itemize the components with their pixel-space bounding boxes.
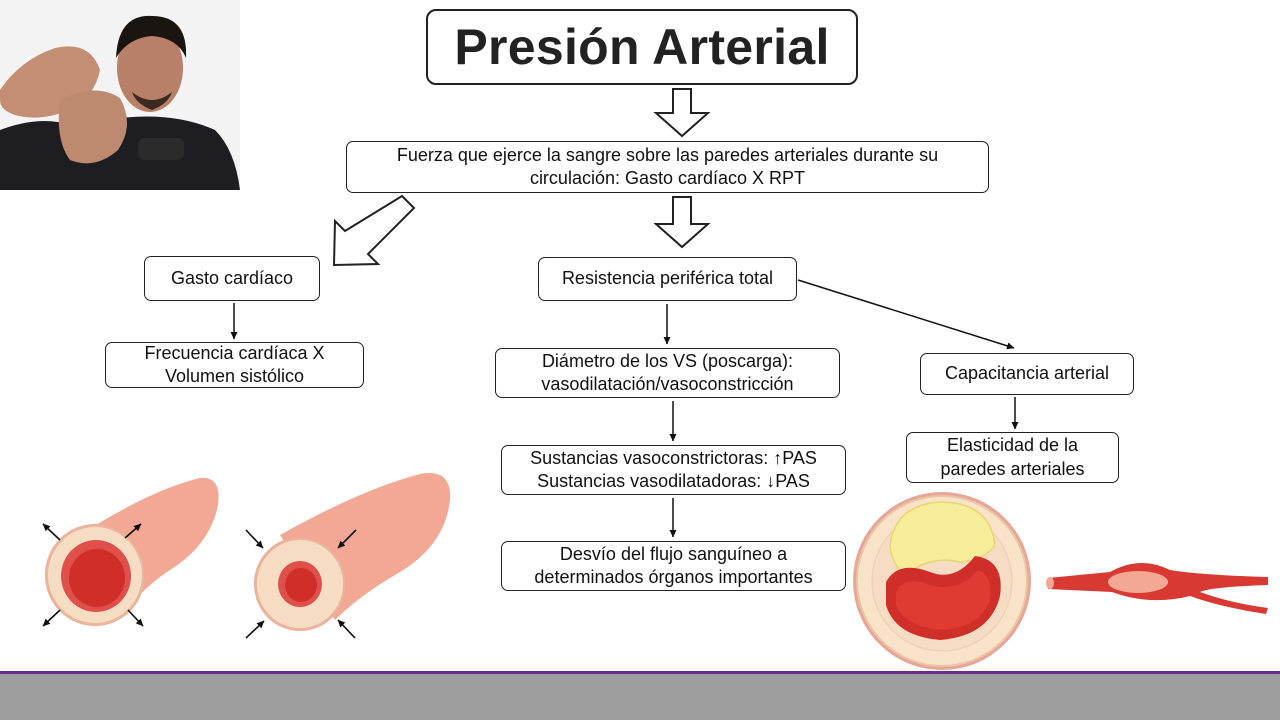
vasoconstricted-vessel-illustration [245, 473, 451, 639]
definition-line2: circulación: Gasto cardíaco X RPT [530, 167, 805, 190]
gasto-detail-line1: Frecuencia cardíaca X [144, 342, 325, 363]
block-arrow-definition-to-gasto [332, 194, 416, 267]
capacitancia-label: Capacitancia arterial [944, 363, 1110, 384]
desvio-line2: determinados órganos importantes [534, 567, 813, 587]
gasto-cardiaco-box: Gasto cardíaco [144, 256, 320, 301]
desvio-line1: Desvío del flujo sanguíneo a [559, 543, 788, 564]
definition-formula: Gasto cardíaco X RPT [624, 168, 806, 188]
diametro-box: Diámetro de los VS (poscarga): vasodilat… [495, 348, 840, 398]
title-box: Presión Arterial [426, 9, 858, 85]
diametro-line2: vasodilatación/vasoconstricción [541, 374, 794, 394]
gasto-cardiaco-label: Gasto cardíaco [170, 267, 294, 288]
gasto-detail-line2: Volumen sistólico [164, 366, 305, 386]
elasticidad-box: Elasticidad de la paredes arteriales [906, 432, 1119, 483]
elasticidad-line1: Elasticidad de la [946, 435, 1079, 456]
page-title: Presión Arterial [454, 18, 830, 75]
capacitancia-box: Capacitancia arterial [920, 353, 1134, 395]
presenter-webcam [0, 0, 240, 190]
elasticidad-line2: paredes arteriales [940, 458, 1085, 479]
atherosclerosis-cross-section-illustration [853, 492, 1031, 670]
sustancias-line1: Sustancias vasoconstrictoras: ↑PAS [530, 447, 817, 468]
resistencia-label: Resistencia periférica total [561, 268, 774, 289]
definition-box: Fuerza que ejerce la sangre sobre las pa… [346, 141, 989, 193]
block-arrow-definition-to-resistencia [653, 196, 711, 249]
definition-prefix: circulación: [529, 168, 625, 188]
block-arrow-title-to-definition [653, 88, 711, 138]
desvio-box: Desvío del flujo sanguíneo a determinado… [501, 541, 846, 591]
sustancias-line2: Sustancias vasodilatadoras: ↓PAS [537, 471, 810, 491]
presenter-illustration [0, 0, 240, 190]
vasodilated-vessel-illustration [42, 477, 219, 627]
gasto-detail-box: Frecuencia cardíaca X Volumen sistólico [105, 342, 364, 388]
definition-line1: Fuerza que ejerce la sangre sobre las pa… [396, 144, 939, 165]
arrow-resistencia-to-capacitancia [797, 279, 1015, 350]
diametro-line1: Diámetro de los VS (poscarga): [541, 350, 794, 371]
aneurysm-vessel-illustration [1046, 562, 1268, 614]
sustancias-box: Sustancias vasoconstrictoras: ↑PAS Susta… [501, 445, 846, 495]
footer-bar [0, 671, 1280, 720]
resistencia-box: Resistencia periférica total [538, 257, 797, 301]
